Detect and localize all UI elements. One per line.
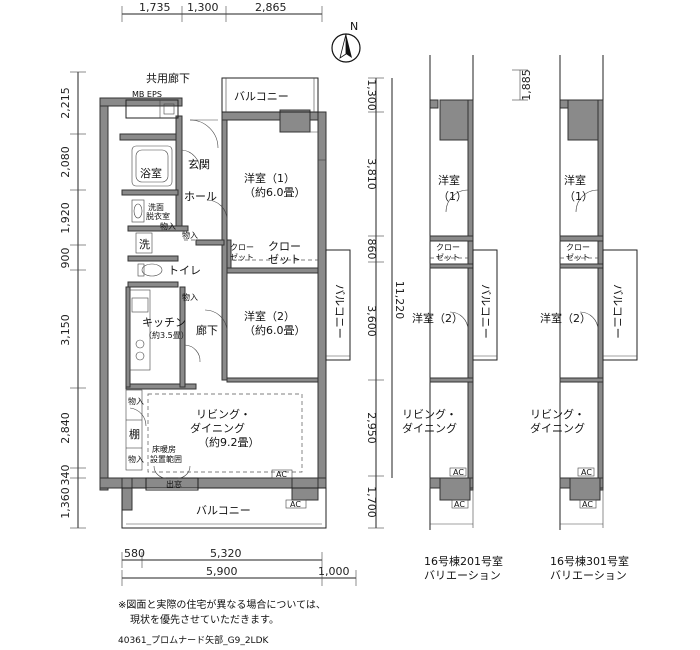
- v301-closet1: クロー: [566, 243, 590, 252]
- v201-ac-2: AC: [454, 500, 465, 509]
- dim-bottom-1: 580: [124, 547, 145, 560]
- dim-mid-1: 1,300: [365, 79, 378, 111]
- label-western2: 洋室（2）: [244, 309, 295, 323]
- disclaimer-line-2: 現状を優先させていただきます。: [130, 615, 279, 626]
- variation-201-plan: 洋室 （1） クロー ゼット バルコニー 洋室（2） リビング・ ダイニング A…: [402, 55, 503, 582]
- v201-living1: リビング・: [402, 407, 457, 421]
- label-storage-5: 物入: [128, 454, 144, 464]
- label-ac-2: AC: [290, 500, 301, 509]
- v201-closet2: ゼット: [436, 252, 460, 262]
- v301-dim-top: 1,885: [520, 69, 533, 101]
- label-toilet: トイレ: [168, 264, 201, 277]
- dim-left-2: 2,080: [59, 146, 72, 178]
- label-bay-window: 出窓: [166, 479, 182, 489]
- main-plan-labels: 共用廊下 MB EPS バルコニー 玄関 浴室 ホール 洋室（1） （約6.0畳…: [128, 71, 346, 517]
- v301-living2: ダイニング: [530, 421, 585, 435]
- v301-caption1: 16号棟301号室: [550, 554, 629, 568]
- variation-301-plan: 1,885 洋室 （1） クロー ゼット バルコニー 洋室（2） リビング・ ダ…: [512, 55, 638, 582]
- v201-western2: 洋室（2）: [412, 311, 463, 325]
- dim-top-1: 1,735: [139, 1, 171, 14]
- v301-western1-b: （1）: [564, 190, 593, 203]
- north-compass-icon: N: [331, 20, 361, 63]
- v301-balcony: バルコニー: [611, 284, 624, 339]
- dim-left-5: 3,150: [59, 314, 72, 346]
- label-kitchen: キッチン: [142, 316, 186, 329]
- bottom-dimension-lines: 580 5,320 5,900 1,000: [121, 547, 357, 586]
- v201-living2: ダイニング: [402, 421, 457, 435]
- label-closet-a2: ゼット: [230, 252, 254, 262]
- label-shelf: 棚: [129, 427, 140, 441]
- left-dimension-line: 2,215 2,080 1,920 900 3,150 2,840 340 1,…: [59, 71, 86, 529]
- dim-left-4: 900: [59, 248, 72, 269]
- compass-label: N: [350, 20, 358, 33]
- label-closet-b2: ゼット: [268, 253, 301, 266]
- label-closet-a1: クロー: [230, 243, 254, 252]
- dim-mid-6: 1,700: [365, 486, 378, 518]
- label-mb-eps: MB EPS: [132, 90, 162, 99]
- label-wash1: 洗面: [148, 202, 164, 212]
- dim-left-6: 2,840: [59, 412, 72, 444]
- label-closet-b1: クロー: [268, 240, 301, 253]
- v301-western2: 洋室（2）: [540, 311, 591, 325]
- top-dimension-line: 1,735 1,300 2,865: [121, 1, 323, 22]
- v201-closet1: クロー: [436, 243, 460, 252]
- label-living-size: （約9.2畳）: [198, 435, 260, 449]
- label-balcony-bottom: バルコニー: [196, 504, 251, 517]
- label-heating1: 床暖房: [152, 444, 176, 454]
- label-storage-1: 物入: [160, 221, 176, 231]
- dim-left-3: 1,920: [59, 202, 72, 234]
- label-western1: 洋室（1）: [244, 171, 295, 185]
- dim-mid-4: 3,600: [365, 305, 378, 337]
- label-living1: リビング・: [196, 407, 251, 421]
- label-western2-size: （約6.0畳）: [244, 323, 306, 337]
- dim-left-8: 1,360: [59, 487, 72, 519]
- v201-balcony: バルコニー: [479, 284, 492, 339]
- dim-bottom-total: 5,900: [206, 565, 238, 578]
- v301-caption2: バリエーション: [550, 569, 627, 582]
- v201-western1-b: （1）: [438, 190, 467, 203]
- label-washer: 洗: [139, 238, 150, 251]
- v201-caption1: 16号棟201号室: [424, 554, 503, 568]
- main-plan: [99, 77, 351, 529]
- v201-caption2: バリエーション: [424, 569, 501, 582]
- v301-closet2: ゼット: [566, 252, 590, 262]
- v201-western1-a: 洋室: [438, 173, 460, 187]
- label-living2: ダイニング: [190, 421, 245, 435]
- label-shared-corridor: 共用廊下: [146, 71, 190, 85]
- label-heating2: 設置範囲: [150, 454, 182, 464]
- dim-left-1: 2,215: [59, 87, 72, 119]
- label-western1-size: （約6.0畳）: [244, 185, 306, 199]
- dim-top-2: 1,300: [187, 1, 219, 14]
- footer-code: 40361_プロムナード矢部_G9_2LDK: [118, 636, 269, 646]
- dim-mid-2: 3,810: [365, 158, 378, 190]
- disclaimer-note: ※図面と実際の住宅が異なる場合については、 現状を優先させていただきます。: [118, 598, 326, 628]
- v301-living1: リビング・: [530, 407, 585, 421]
- v301-ac-1: AC: [581, 468, 592, 477]
- label-ac-1: AC: [276, 470, 287, 479]
- label-storage-4: 物入: [128, 396, 144, 406]
- label-storage-3: 物入: [182, 292, 198, 302]
- dim-top-3: 2,865: [255, 1, 287, 14]
- dim-mid-total: 11,220: [393, 281, 406, 320]
- label-hall: ホール: [184, 190, 217, 203]
- dim-mid-3: 860: [365, 239, 378, 260]
- dim-bottom-2: 5,320: [210, 547, 242, 560]
- v201-ac-1: AC: [453, 468, 464, 477]
- dim-mid-5: 2,950: [365, 412, 378, 444]
- label-storage-2: 物入: [182, 230, 198, 240]
- label-wash2: 脱衣室: [146, 211, 170, 221]
- disclaimer-line-1: ※図面と実際の住宅が異なる場合については、: [118, 600, 326, 611]
- label-entrance: 玄関: [188, 157, 210, 171]
- label-corridor: 廊下: [196, 323, 218, 337]
- v301-western1-a: 洋室: [564, 173, 586, 187]
- v301-ac-2: AC: [582, 500, 593, 509]
- label-bath: 浴室: [140, 166, 162, 180]
- dim-left-7: 340: [59, 465, 72, 486]
- label-balcony-right: バルコニー: [333, 284, 346, 339]
- mid-dimension-line: 1,300 3,810 860 3,600 2,950 1,700 11,220: [365, 77, 406, 529]
- label-kitchen-size: （約3.5畳）: [144, 330, 189, 340]
- label-balcony-top: バルコニー: [234, 90, 289, 103]
- dim-bottom-right: 1,000: [318, 565, 350, 578]
